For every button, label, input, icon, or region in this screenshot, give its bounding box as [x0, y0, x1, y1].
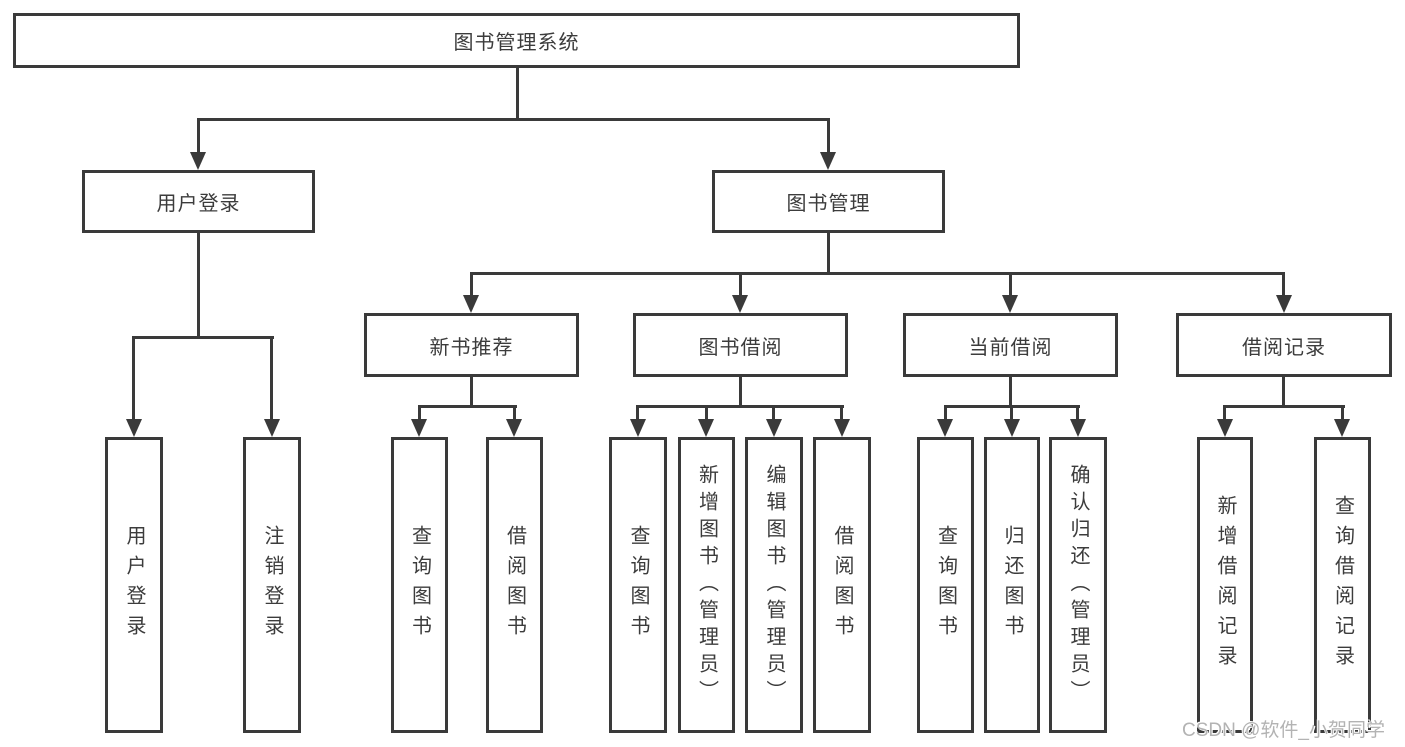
- arrow-down-icon: [937, 419, 953, 437]
- connector-line: [1076, 405, 1079, 421]
- connector-line: [470, 272, 1285, 275]
- node-label: 确认归还（管理员）: [1067, 463, 1089, 707]
- connector-line: [132, 336, 274, 339]
- connector-line: [739, 377, 742, 405]
- leaf-query-books-current: 查询图书: [917, 437, 974, 733]
- arrow-down-icon: [190, 152, 206, 170]
- node-new-book-recommendation: 新书推荐: [364, 313, 579, 377]
- node-label: 用户登录: [156, 193, 241, 215]
- node-label: 注销登录: [261, 525, 283, 645]
- connector-line: [1010, 405, 1013, 421]
- leaf-query-books-recommend: 查询图书: [391, 437, 448, 733]
- leaf-borrow-books-borrowing: 借阅图书: [813, 437, 871, 733]
- arrow-down-icon: [698, 419, 714, 437]
- node-library-management-system: 图书管理系统: [13, 13, 1020, 68]
- connector-line: [1223, 405, 1226, 421]
- connector-line: [1341, 405, 1344, 421]
- connector-line: [418, 405, 517, 408]
- connector-line: [1009, 377, 1012, 405]
- csdn-watermark: CSDN @软件_小贺同学: [1182, 720, 1385, 741]
- node-label: 图书借阅: [698, 336, 783, 359]
- arrow-down-icon: [820, 152, 836, 170]
- arrow-down-icon: [126, 419, 142, 437]
- leaf-edit-books-admin: 编辑图书（管理员）: [745, 437, 803, 733]
- connector-line: [827, 233, 830, 272]
- connector-line: [516, 68, 519, 118]
- node-label: 新书推荐: [429, 336, 514, 359]
- connector-line: [197, 118, 200, 154]
- node-label: 图书管理: [786, 193, 871, 215]
- arrow-down-icon: [506, 419, 522, 437]
- connector-line: [418, 405, 421, 421]
- node-book-management: 图书管理: [712, 170, 945, 233]
- arrow-down-icon: [732, 295, 748, 313]
- connector-line: [739, 272, 742, 297]
- node-label: 查询图书: [627, 525, 649, 645]
- leaf-add-borrow-record: 新增借阅记录: [1197, 437, 1253, 733]
- node-label: 借阅图书: [831, 525, 853, 645]
- connector-line: [827, 118, 830, 154]
- connector-line: [1282, 272, 1285, 297]
- arrow-down-icon: [1002, 295, 1018, 313]
- connector-line: [705, 405, 708, 421]
- node-label: 图书管理系统: [453, 32, 580, 54]
- node-label: 新增借阅记录: [1214, 495, 1236, 675]
- node-label: 借阅图书: [503, 525, 526, 645]
- connector-line: [772, 405, 775, 421]
- connector-line: [1282, 377, 1285, 405]
- arrow-down-icon: [264, 419, 280, 437]
- connector-line: [270, 336, 273, 421]
- leaf-query-books-borrowing: 查询图书: [609, 437, 667, 733]
- connector-line: [470, 377, 473, 405]
- connector-line: [470, 272, 473, 297]
- arrow-down-icon: [834, 419, 850, 437]
- leaf-confirm-return-admin: 确认归还（管理员）: [1049, 437, 1107, 733]
- leaf-return-books: 归还图书: [984, 437, 1040, 733]
- node-label: 查询借阅记录: [1331, 495, 1354, 675]
- arrow-down-icon: [1070, 419, 1086, 437]
- arrow-down-icon: [1334, 419, 1350, 437]
- arrow-down-icon: [766, 419, 782, 437]
- node-label: 查询图书: [408, 525, 431, 645]
- connector-line: [636, 405, 639, 421]
- node-label: 用户登录: [123, 525, 145, 645]
- leaf-user-login: 用户登录: [105, 437, 163, 733]
- node-user-login: 用户登录: [82, 170, 315, 233]
- arrow-down-icon: [1004, 419, 1020, 437]
- node-book-borrowing: 图书借阅: [633, 313, 848, 377]
- node-label: 归还图书: [1001, 525, 1023, 645]
- node-label: 新增图书（管理员）: [695, 463, 718, 707]
- node-current-borrowing: 当前借阅: [903, 313, 1118, 377]
- connector-line: [197, 118, 830, 121]
- leaf-add-books-admin: 新增图书（管理员）: [678, 437, 735, 733]
- connector-line: [1223, 405, 1345, 408]
- leaf-query-borrow-record: 查询借阅记录: [1314, 437, 1371, 733]
- arrow-down-icon: [630, 419, 646, 437]
- arrow-down-icon: [411, 419, 427, 437]
- connector-line: [944, 405, 947, 421]
- leaf-logout: 注销登录: [243, 437, 301, 733]
- connector-line: [636, 405, 844, 408]
- node-label: 查询图书: [934, 525, 957, 645]
- connector-line: [840, 405, 843, 421]
- arrow-down-icon: [1276, 295, 1292, 313]
- node-label: 当前借阅: [968, 336, 1053, 359]
- connector-line: [513, 405, 516, 421]
- connector-line: [1009, 272, 1012, 297]
- arrow-down-icon: [1217, 419, 1233, 437]
- arrow-down-icon: [463, 295, 479, 313]
- node-borrowing-records: 借阅记录: [1176, 313, 1392, 377]
- node-label: 借阅记录: [1242, 336, 1326, 359]
- node-label: 编辑图书（管理员）: [763, 463, 785, 707]
- leaf-borrow-books-recommend: 借阅图书: [486, 437, 543, 733]
- connector-line: [197, 233, 200, 336]
- connector-line: [132, 336, 135, 421]
